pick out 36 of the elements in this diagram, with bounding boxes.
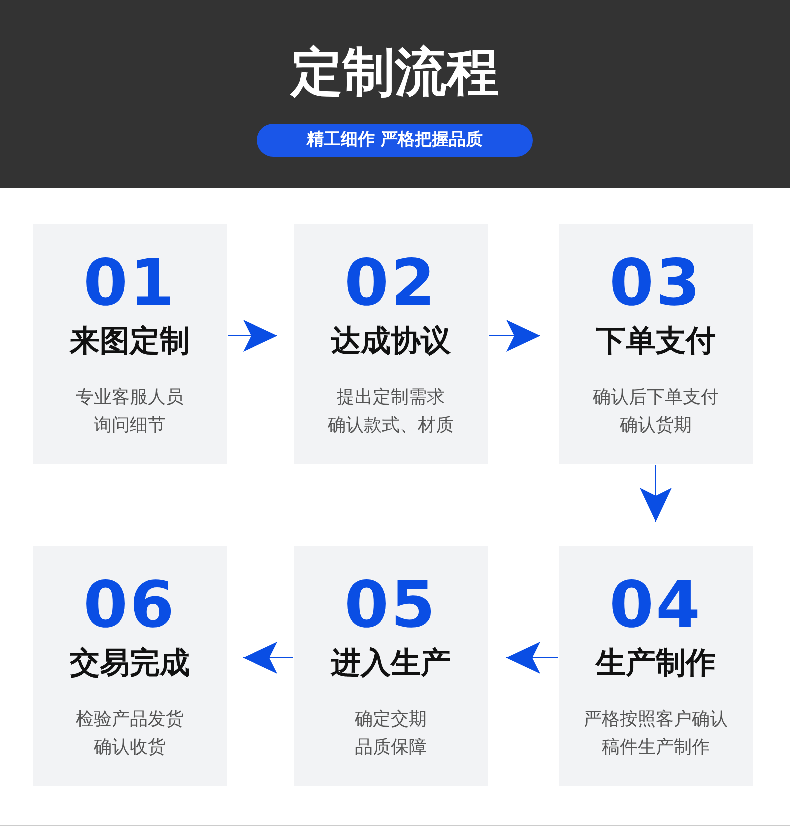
step-number: 02 (343, 248, 439, 320)
step-card (294, 546, 488, 786)
step-description: 检验产品发货 (75, 708, 185, 732)
step-description: 严格按照客户确认 (583, 708, 729, 732)
step-description: 专业客服人员 (75, 386, 185, 410)
step-description: 确认货期 (619, 414, 693, 438)
subtitle-banner: 精工细作 严格把握品质 (257, 124, 533, 157)
step-number: 06 (82, 570, 178, 642)
step-number: 01 (82, 248, 178, 320)
step-title: 来图定制 (68, 323, 191, 361)
step-card (559, 546, 753, 786)
step-description: 确定交期 (354, 708, 428, 732)
step-description: 稿件生产制作 (601, 736, 711, 760)
arrow (506, 642, 558, 674)
arrow (243, 642, 294, 674)
step-card (33, 224, 227, 464)
step-title: 进入生产 (330, 645, 452, 683)
title: 定制流程 (289, 42, 500, 105)
arrow (228, 320, 278, 352)
step-description: 品质保障 (354, 736, 428, 760)
step-number: 05 (343, 570, 439, 642)
step-title: 生产制作 (594, 645, 717, 683)
step-number: 03 (608, 248, 704, 320)
step-card (294, 224, 488, 464)
step-title: 交易完成 (69, 645, 191, 683)
step-title: 达成协议 (330, 323, 452, 361)
arrow (488, 320, 541, 352)
step-description: 确认款式、材质 (327, 414, 455, 438)
step-description: 确认后下单支付 (592, 386, 720, 410)
step-number: 04 (608, 570, 704, 642)
arrow (640, 464, 672, 522)
step-description: 确认收货 (93, 736, 167, 760)
step-description: 询问细节 (93, 414, 167, 438)
step-description: 提出定制需求 (336, 386, 446, 410)
step-card (559, 224, 753, 464)
step-title: 下单支付 (595, 323, 717, 361)
